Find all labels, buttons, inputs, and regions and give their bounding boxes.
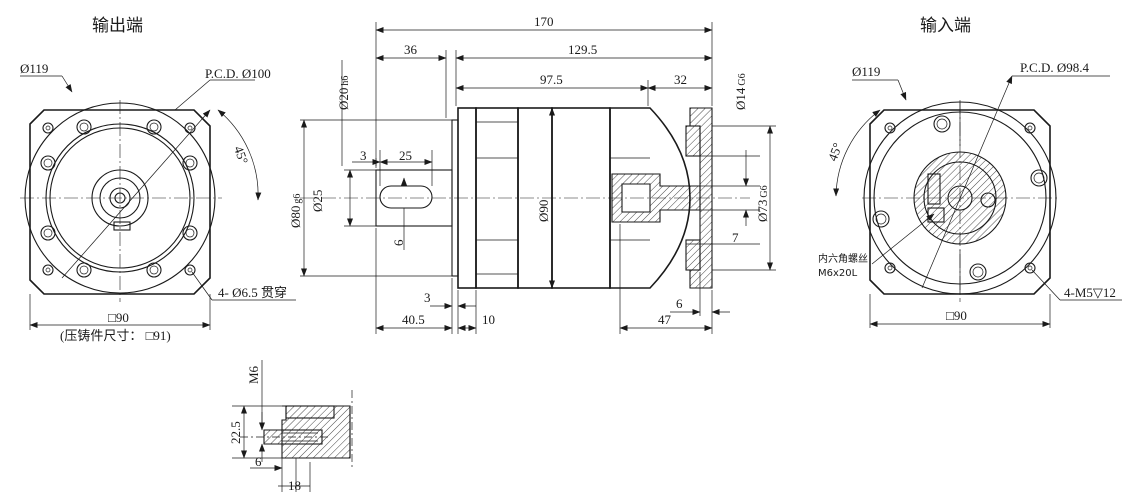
output-flange-square [29,109,211,295]
output-angle-label: 45° [231,144,251,166]
detail-length-label: 18 [288,478,301,492]
input-screw-cn-label: 内六角螺丝 [818,252,868,265]
input-pcd-label: P.C.D. Ø98.4 [1020,60,1089,75]
len-3-label: 3 [424,290,431,305]
flange-length-label: 36 [404,42,418,57]
output-holes-label: 4- Ø6.5 贯穿 [218,285,287,300]
input-end-title: 输入端 [920,16,971,36]
key-offset-label: 3 [360,148,367,163]
shaft-dia-label: Ø20h6 [336,76,351,110]
side-view: 170 36 129.5 97.5 32 Ø80g6 Ø25 Ø20h6 [288,14,776,334]
overall-length-label: 170 [534,14,554,29]
output-end-view: 输出端 [20,16,296,343]
input-pilot-label: Ø73G6 [755,185,770,222]
input-angle-label: 45° [825,141,845,163]
key-length-label: 25 [399,148,412,163]
side-clamp-section-top [685,125,701,157]
input-clamp-screw [980,192,996,208]
len-32-label: 32 [674,72,687,87]
output-key [113,221,131,231]
detail-recess [285,405,335,419]
output-pcd-label: P.C.D. Ø100 [205,66,271,81]
output-casting-label: (压铸件尺寸： □91) [60,328,171,343]
shaft-d25-label: Ø25 [310,190,325,212]
detail-thread-label: M6 [246,365,261,384]
input-thread-holes [884,122,1036,274]
detail-view: M6 22.5 6 18 [228,360,353,492]
pilot-dia-label: Ø80g6 [288,194,303,228]
len-7-label: 7 [732,230,739,245]
len-40-5-label: 40.5 [402,312,425,327]
output-end-title: 输出端 [92,16,143,36]
input-end-view: 输入端 P.C.D. Ø98.4 Ø119 [818,16,1122,328]
output-square-label: □90 [108,310,129,325]
side-clamp-section-bottom [685,239,701,271]
input-screw-spec-label: M6x20L [818,268,858,279]
output-dia119-label: Ø119 [20,61,48,76]
len-97-5-label: 97.5 [540,72,563,87]
input-large-holes [872,115,1048,281]
len-47-label: 47 [658,312,672,327]
body-length-label: 129.5 [568,42,597,57]
key-width-label: 6 [391,239,406,246]
detail-section [263,405,351,459]
input-dia119-label: Ø119 [852,64,880,79]
output-bolt-ring [40,119,198,278]
len-6-label: 6 [676,296,683,311]
side-keyway [379,185,433,209]
bore-dia-label: Ø14G6 [733,73,748,110]
detail-depth-label: 22.5 [228,421,243,444]
len-10-label: 10 [482,312,495,327]
input-clamp-slot [927,173,941,205]
detail-offset-label: 6 [255,454,262,469]
input-threads-label: 4-M5▽12 [1064,285,1116,300]
body-dia-label: Ø90 [536,200,551,222]
input-square-label: □90 [946,308,967,323]
output-corner-holes [42,122,196,276]
